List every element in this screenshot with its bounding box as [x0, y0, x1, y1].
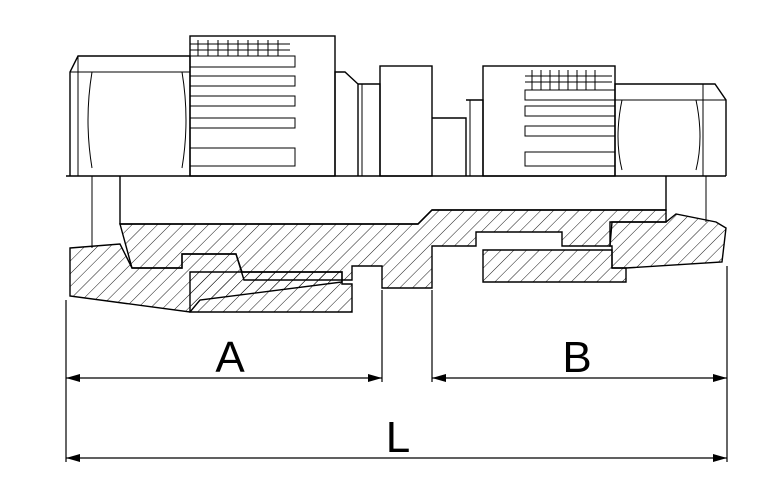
dimension-a-arrow-right [368, 374, 382, 382]
left-collar [334, 71, 359, 176]
left-knurl-ridges [189, 40, 296, 167]
center-hex [379, 65, 433, 177]
dimension-b-label: B [562, 333, 591, 382]
right-hex-body [614, 83, 727, 176]
dimension-b-arrow-left [432, 374, 446, 382]
fitting-exterior [69, 35, 727, 177]
right-collar [466, 99, 484, 176]
dimension-extensions [65, 266, 728, 462]
dimension-l: L [66, 413, 727, 462]
dimension-a-label: A [215, 333, 245, 382]
dimension-b: B [432, 333, 727, 382]
dimension-l-arrow-left [66, 454, 80, 462]
left-neck [358, 83, 381, 176]
dimension-b-arrow-right [713, 374, 727, 382]
dimension-a: A [66, 333, 382, 382]
right-body-hatch [609, 213, 727, 269]
fitting-section [69, 176, 727, 313]
dimension-a-arrow-left [66, 374, 80, 382]
right-knurl-ridges [524, 70, 616, 167]
right-nut-hatch [482, 249, 627, 283]
center-neck [432, 117, 467, 176]
tube-hatch [119, 209, 667, 289]
dimension-l-arrow-right [713, 454, 727, 462]
dimension-l-label: L [386, 413, 410, 462]
